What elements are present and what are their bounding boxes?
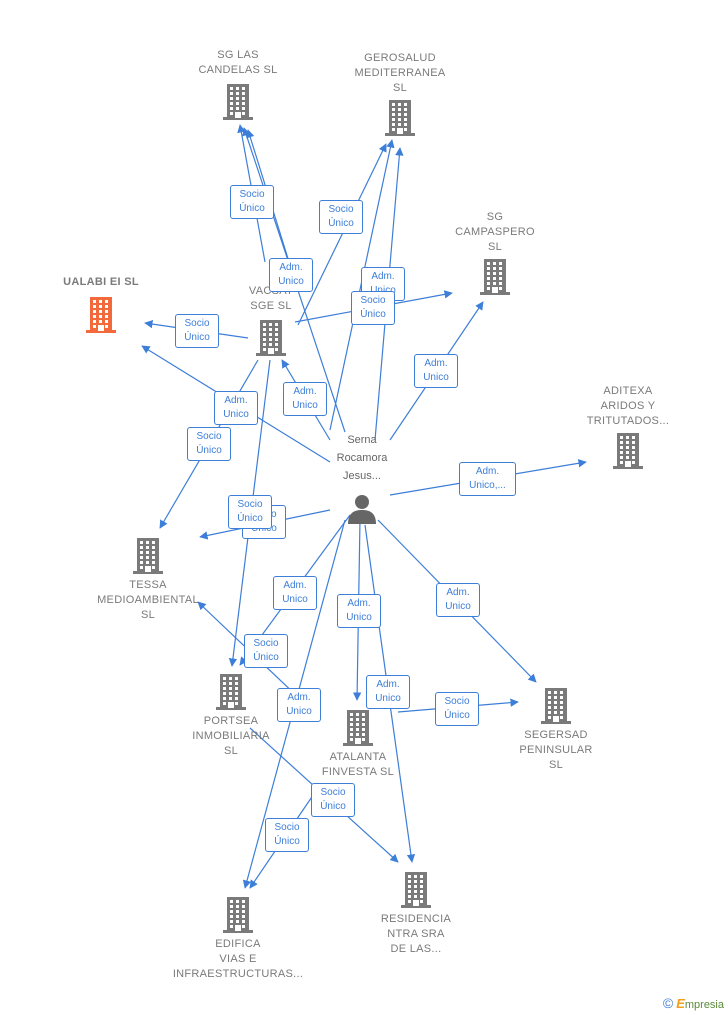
- edge-label[interactable]: Socio Único: [265, 818, 309, 852]
- node-tessa[interactable]: TESSA MEDIOAMBIENTAL SL: [88, 538, 208, 623]
- node-portsea[interactable]: PORTSEA INMOBILIARIA SL: [172, 674, 290, 759]
- edge-label[interactable]: Adm. Unico: [277, 688, 321, 722]
- node-gerosalud[interactable]: GEROSALUD MEDITERRANEA SL: [342, 51, 458, 136]
- edge-label[interactable]: Adm. Unico: [214, 391, 258, 425]
- node-label: TESSA MEDIOAMBIENTAL SL: [97, 579, 199, 621]
- node-label: SG LAS CANDELAS SL: [198, 49, 278, 76]
- node-label: ADITEXA ARIDOS Y TRITUTADOS...: [586, 385, 670, 427]
- edge-label[interactable]: Socio Único: [230, 185, 274, 219]
- node-label: RESIDENCIA NTRA SRA DE LAS...: [380, 913, 452, 955]
- node-ualabi[interactable]: UALABI EI SL: [45, 275, 157, 333]
- node-label: SG CAMPASPERO SL: [455, 211, 535, 253]
- edge-label[interactable]: Adm. Unico: [283, 382, 327, 416]
- node-atalanta[interactable]: ATALANTA FINVESTA SL: [302, 710, 414, 780]
- node-vacsat[interactable]: VACSAT SGE SL: [228, 284, 314, 356]
- copyright-symbol: ©: [662, 995, 674, 1011]
- node-edifica[interactable]: EDIFICA VIAS E INFRAESTRUCTURAS...: [164, 897, 312, 982]
- edge-label[interactable]: Socio Único: [435, 692, 479, 726]
- edge-label[interactable]: Adm. Unico: [436, 583, 480, 617]
- edge-label[interactable]: Adm. Unico: [414, 354, 458, 388]
- footer-brand: © Empresia: [663, 995, 724, 1011]
- building-icon: [479, 259, 511, 295]
- building-icon: [540, 688, 572, 724]
- brand-name: mpresia: [684, 999, 724, 1011]
- edge-label[interactable]: Socio Único: [175, 314, 219, 348]
- building-icon: [132, 538, 164, 574]
- node-residencia[interactable]: RESIDENCIA NTRA SRA DE LAS...: [364, 872, 468, 957]
- edge-label[interactable]: Adm. Unico,...: [459, 462, 516, 496]
- edge-label[interactable]: Adm. Unico: [273, 576, 317, 610]
- node-label: ATALANTA FINVESTA SL: [321, 751, 395, 778]
- person-name: Serna Rocamora Jesus...: [336, 434, 388, 482]
- node-label: PORTSEA INMOBILIARIA SL: [192, 715, 270, 757]
- building-icon: [342, 710, 374, 746]
- edge-label[interactable]: Adm. Unico: [269, 258, 313, 292]
- building-icon: [612, 433, 644, 469]
- edge-label[interactable]: Socio Único: [187, 427, 231, 461]
- node-label: GEROSALUD MEDITERRANEA SL: [354, 52, 446, 94]
- node-segersad[interactable]: SEGERSAD PENINSULAR SL: [500, 688, 612, 773]
- edge-label[interactable]: Socio Único: [351, 291, 395, 325]
- building-icon: [255, 320, 287, 356]
- edge-label[interactable]: Socio Único: [319, 200, 363, 234]
- edge-line: [297, 143, 387, 326]
- building-icon: [85, 297, 117, 333]
- building-icon: [222, 84, 254, 120]
- edge-label[interactable]: Socio Único: [244, 634, 288, 668]
- edge-label[interactable]: Adm. Unico: [337, 594, 381, 628]
- edge-label[interactable]: Adm. Unico: [366, 675, 410, 709]
- node-person[interactable]: Serna Rocamora Jesus...: [316, 430, 408, 526]
- node-label: UALABI EI SL: [63, 276, 139, 288]
- node-aditexa[interactable]: ADITEXA ARIDOS Y TRITUTADOS...: [570, 384, 686, 469]
- node-sg-campaspero[interactable]: SG CAMPASPERO SL: [440, 210, 550, 295]
- node-sg-las-candelas[interactable]: SG LAS CANDELAS SL: [183, 48, 293, 120]
- node-label: SEGERSAD PENINSULAR SL: [519, 729, 593, 771]
- edge-label[interactable]: Socio Único: [228, 495, 272, 529]
- building-icon: [384, 100, 416, 136]
- person-icon: [348, 495, 376, 524]
- edge-label[interactable]: Socio Único: [311, 783, 355, 817]
- building-icon: [215, 674, 247, 710]
- brand-initial: E: [676, 996, 685, 1011]
- building-icon: [222, 897, 254, 933]
- building-icon: [400, 872, 432, 908]
- node-label: EDIFICA VIAS E INFRAESTRUCTURAS...: [172, 938, 304, 980]
